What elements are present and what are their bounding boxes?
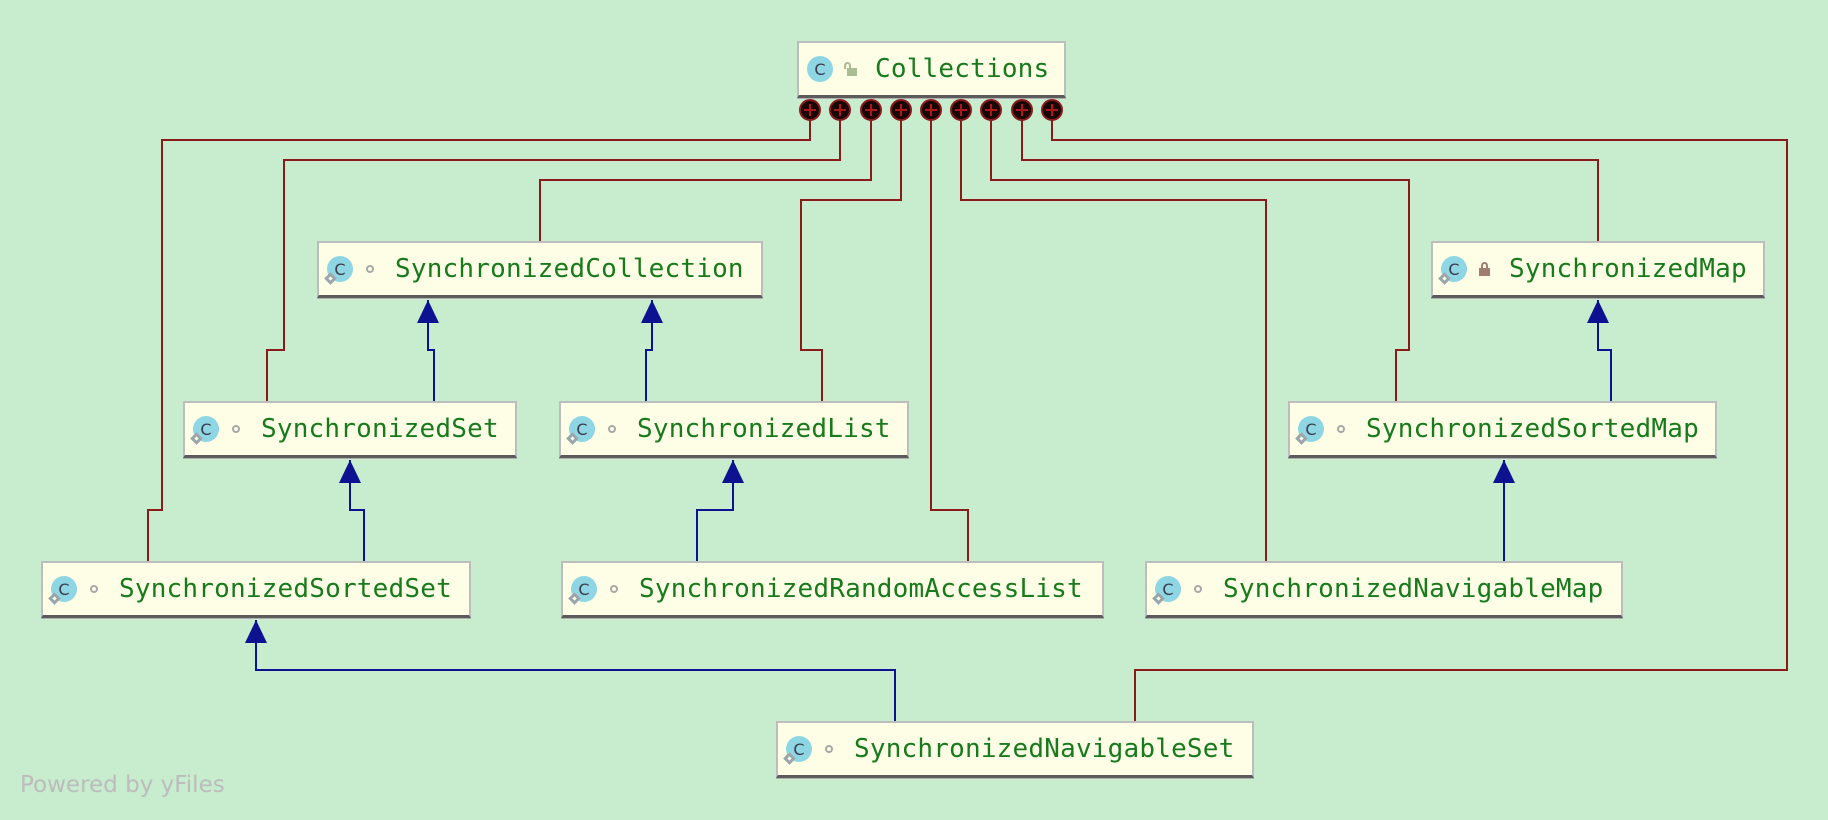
inheritance-arrowhead-icon <box>339 460 361 483</box>
inheritance-edge-synchronized-set <box>427 300 435 401</box>
inner-class-edge-synchronized-sorted-set <box>147 110 811 561</box>
inner-class-edge-synchronized-sorted-map <box>990 110 1410 401</box>
package-visibility-icon <box>1187 585 1209 593</box>
class-node-synchronized-random-access-list[interactable]: C SynchronizedRandomAccessList <box>561 561 1104 618</box>
inner-class-edge-synchronized-collection <box>539 110 872 241</box>
class-name-label: SynchronizedList <box>637 414 891 444</box>
inheritance-edge-synchronized-random-access-list <box>696 460 734 561</box>
class-icon: C <box>566 416 595 445</box>
inner-class-anchor-icon <box>829 99 851 121</box>
class-icon: C <box>783 736 812 765</box>
inheritance-edge-synchronized-list <box>645 300 653 401</box>
inner-class-anchor-icon <box>1041 99 1063 121</box>
class-name-label: SynchronizedNavigableMap <box>1223 574 1604 604</box>
package-visibility-icon <box>83 585 105 593</box>
class-node-synchronized-list[interactable]: C SynchronizedList <box>559 401 909 458</box>
class-name-label: SynchronizedMap <box>1509 254 1747 284</box>
class-name-label: SynchronizedCollection <box>395 254 744 284</box>
inner-class-anchor-icon <box>860 99 882 121</box>
inner-class-anchor-icon <box>1011 99 1033 121</box>
class-name-label: SynchronizedRandomAccessList <box>639 574 1083 604</box>
inner-class-anchor-icon <box>980 99 1002 121</box>
class-node-synchronized-navigable-map[interactable]: C SynchronizedNavigableMap <box>1145 561 1623 618</box>
inner-class-edge-synchronized-map <box>1021 110 1599 241</box>
inner-class-edge-synchronized-navigable-set <box>1051 110 1788 721</box>
class-name-label: SynchronizedSortedSet <box>119 574 452 604</box>
inheritance-arrowhead-icon <box>245 620 267 643</box>
class-icon: C <box>1295 416 1324 445</box>
powered-by-yfiles-watermark: Powered by yFiles <box>20 772 225 798</box>
class-name-label: Collections <box>875 54 1050 84</box>
inheritance-arrowhead-icon <box>417 300 439 323</box>
package-visibility-icon <box>1330 425 1352 433</box>
inheritance-arrowhead-icon <box>641 300 663 323</box>
package-visibility-icon <box>818 745 840 753</box>
package-visibility-icon <box>601 425 623 433</box>
inheritance-edge-synchronized-sorted-set <box>349 460 365 561</box>
class-node-synchronized-map[interactable]: C SynchronizedMap <box>1431 241 1765 298</box>
class-name-label: SynchronizedNavigableSet <box>854 734 1235 764</box>
inheritance-edge-synchronized-navigable-set <box>255 620 896 721</box>
package-visibility-icon <box>225 425 247 433</box>
class-node-synchronized-collection[interactable]: C SynchronizedCollection <box>317 241 763 298</box>
class-name-label: SynchronizedSet <box>261 414 499 444</box>
class-icon: C <box>190 416 219 445</box>
inner-class-anchor-icon <box>799 99 821 121</box>
class-name-label: SynchronizedSortedMap <box>1366 414 1699 444</box>
inner-class-anchor-icon <box>890 99 912 121</box>
class-icon: C <box>324 256 353 285</box>
inheritance-edge-synchronized-sorted-map <box>1597 300 1612 401</box>
inner-class-edge-synchronized-list <box>800 110 902 401</box>
class-node-synchronized-set[interactable]: C SynchronizedSet <box>183 401 517 458</box>
inheritance-arrowhead-icon <box>1493 460 1515 483</box>
lock-icon <box>1473 262 1495 276</box>
inner-class-edge-synchronized-set <box>266 110 841 401</box>
class-icon: C <box>1438 256 1467 285</box>
class-node-synchronized-navigable-set[interactable]: C SynchronizedNavigableSet <box>776 721 1254 778</box>
unlocked-icon <box>839 62 861 76</box>
class-icon: C <box>807 56 833 82</box>
class-icon: C <box>568 576 597 605</box>
class-node-synchronized-sorted-set[interactable]: C SynchronizedSortedSet <box>41 561 471 618</box>
class-icon: C <box>48 576 77 605</box>
package-visibility-icon <box>603 585 625 593</box>
inner-class-edge-synchronized-navigable-map <box>960 110 1267 561</box>
inner-class-anchor-icon <box>920 99 942 121</box>
inner-class-anchor-icon <box>950 99 972 121</box>
class-node-synchronized-sorted-map[interactable]: C SynchronizedSortedMap <box>1288 401 1717 458</box>
class-node-collections[interactable]: C Collections <box>797 41 1066 98</box>
class-icon: C <box>1152 576 1181 605</box>
package-visibility-icon <box>359 265 381 273</box>
inner-class-edge-synchronized-random-access-list <box>930 110 969 561</box>
inheritance-arrowhead-icon <box>1587 300 1609 323</box>
inheritance-arrowhead-icon <box>722 460 744 483</box>
